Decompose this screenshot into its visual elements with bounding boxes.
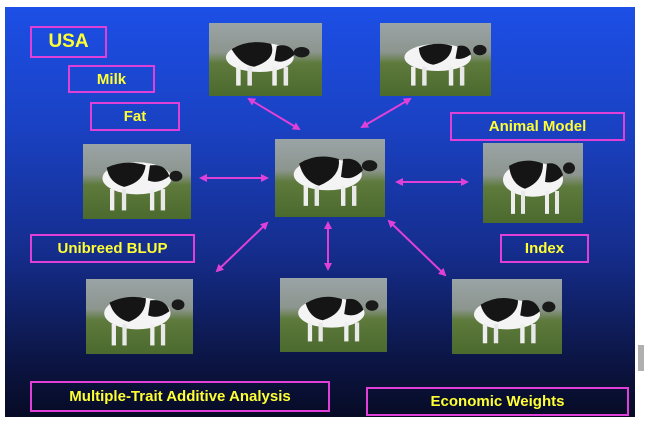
cow-photo-bottom-left	[86, 279, 193, 354]
slide: USA Milk Fat Animal Model Unibreed BLUP …	[4, 6, 636, 418]
cow-photo-top-left	[209, 23, 322, 96]
cow-photo-top-right	[380, 23, 491, 96]
label-unibreed-blup: Unibreed BLUP	[30, 234, 195, 263]
cow-photo-left	[83, 144, 191, 219]
arrow-bottom-right	[387, 219, 447, 277]
edge-mark	[638, 345, 644, 371]
cow-photo-right	[483, 143, 583, 223]
cow-photo-bottom-right	[452, 279, 562, 354]
cow-photo-center	[275, 139, 385, 217]
label-index: Index	[500, 234, 589, 263]
label-milk: Milk	[68, 65, 155, 93]
label-fat: Fat	[90, 102, 180, 131]
arrow-bottom-left	[215, 221, 269, 273]
arrows	[199, 97, 469, 277]
label-usa: USA	[30, 26, 107, 58]
cow-photo-bottom-center	[280, 278, 387, 352]
label-multiple-trait: Multiple-Trait Additive Analysis	[30, 381, 330, 412]
label-economic-weights: Economic Weights	[366, 387, 629, 416]
arrow-top-left	[247, 97, 301, 131]
label-animal-model: Animal Model	[450, 112, 625, 141]
arrow-top-right	[360, 97, 412, 129]
